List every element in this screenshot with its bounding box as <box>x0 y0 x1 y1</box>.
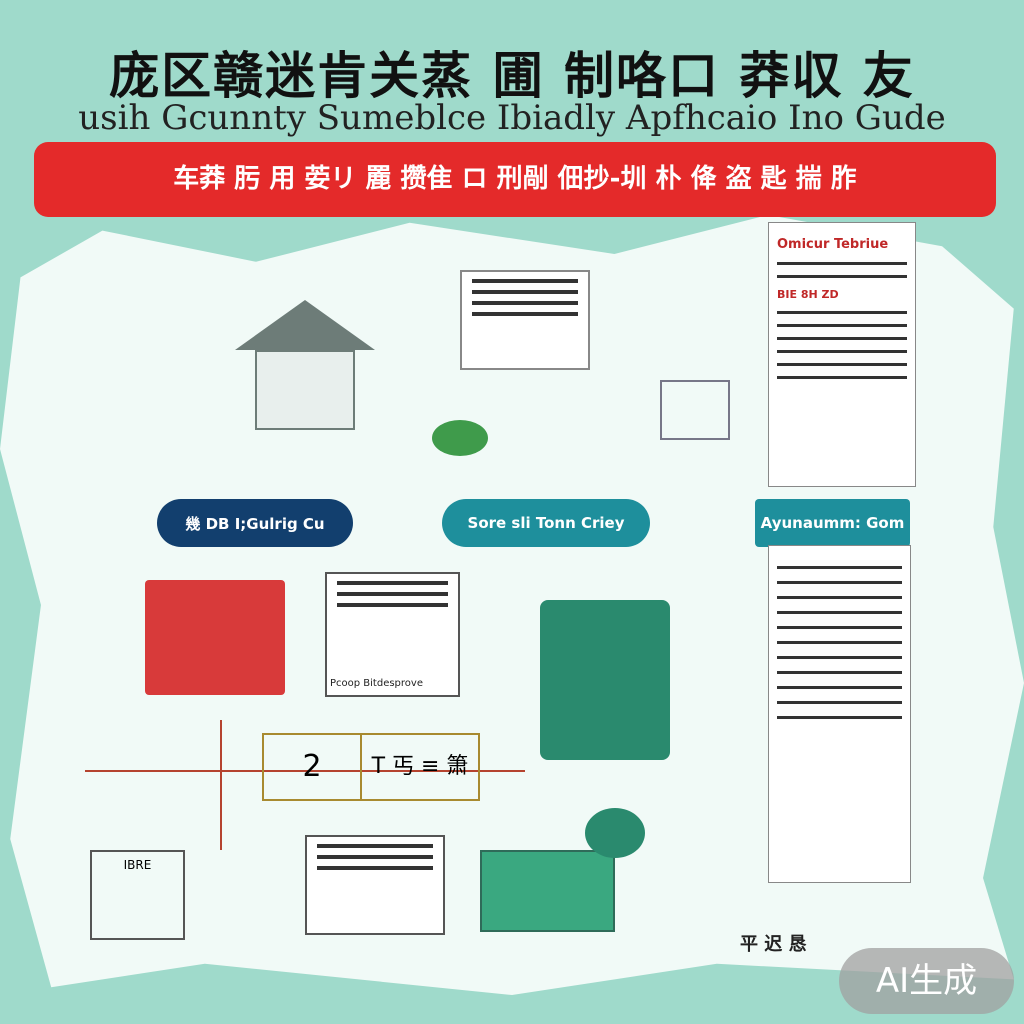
side-panel-title: Omicur Tebriue <box>777 237 889 252</box>
side-panel-top: Omicur Tebriue BIE 8H ZD <box>768 222 916 487</box>
pill-button-2[interactable]: Sore sli Tonn Criey <box>442 499 650 547</box>
document-illustration <box>325 572 460 697</box>
step-box-3: IBRE <box>90 850 185 940</box>
side-panel-bottom <box>768 545 911 883</box>
step-box-1: 2 <box>262 733 362 801</box>
connector-line <box>220 720 222 850</box>
header-banner: 车莽 肟 用 荌リ 䍡 攒隹 ロ 刑剮 佃抄-圳 朴 佭 盗 匙 揣 胙 <box>34 142 996 217</box>
step-box-2: T 丐 ≡ 箫 <box>360 733 480 801</box>
bottom-label: 平 迟 恳 <box>740 934 807 955</box>
doc-caption: Pcoop Bitdesprove <box>330 678 423 689</box>
pill-button-1[interactable]: 幾 DB I;Gulrig Cu <box>157 499 353 547</box>
green-circle-icon <box>585 808 645 858</box>
page-subtitle: usih Gcunnty Sumeblce Ibiadly Apfhcaio I… <box>78 98 946 138</box>
pill-button-3[interactable]: Ayunaumm: Gom <box>755 499 910 547</box>
document-illustration-2 <box>305 835 445 935</box>
envelope-icon <box>480 850 615 932</box>
side-panel-highlight: BIE 8H ZD <box>777 288 839 301</box>
house-icon <box>235 300 375 450</box>
connector-line <box>85 770 525 772</box>
ai-generated-watermark: AI生成 <box>839 948 1014 1014</box>
page-title: 庞区赣迷肯关蒸 圃 制咯口 莽収 友 <box>109 47 915 105</box>
red-document-icon <box>145 580 285 695</box>
green-button-icon <box>432 420 488 456</box>
form-illustration <box>460 270 590 370</box>
teal-machine-icon <box>540 600 670 760</box>
house-small-icon <box>660 380 730 440</box>
